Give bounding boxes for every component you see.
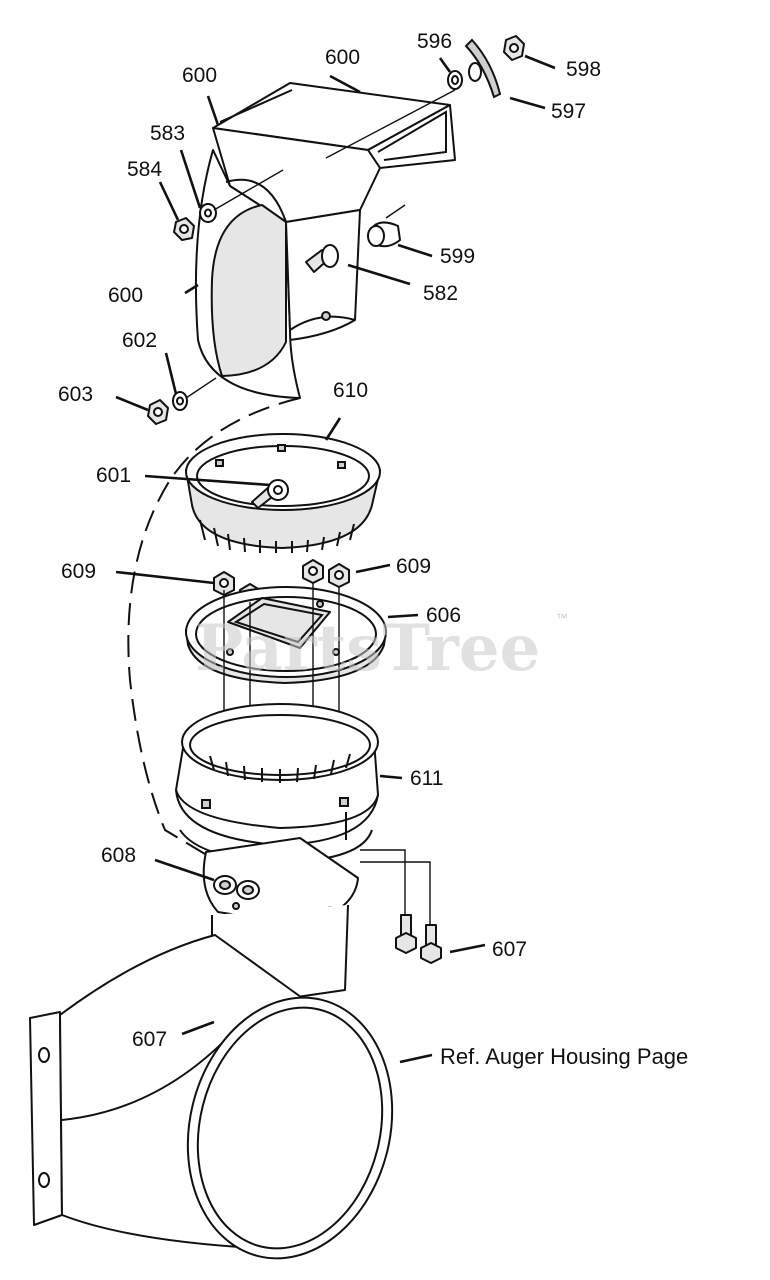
callout-600-top: 600 bbox=[325, 46, 360, 69]
watermark: PartsTree bbox=[195, 611, 540, 686]
nut-603[interactable] bbox=[147, 399, 169, 425]
callout-607-left: 607 bbox=[132, 1028, 167, 1051]
chute-path-dashed bbox=[127, 397, 301, 861]
callout-602: 602 bbox=[122, 329, 157, 352]
callout-606: 606 bbox=[426, 604, 461, 627]
knob-599[interactable] bbox=[367, 221, 401, 248]
bolt-582[interactable] bbox=[305, 244, 339, 273]
nut-598[interactable] bbox=[503, 35, 525, 61]
callout-607-right: 607 bbox=[492, 938, 527, 961]
nut-609-c[interactable] bbox=[302, 559, 324, 584]
flange-keeper-606[interactable] bbox=[185, 586, 387, 684]
bolt-607-right-b[interactable] bbox=[420, 924, 442, 964]
washer-602[interactable] bbox=[172, 391, 188, 411]
reference-note: Ref. Auger Housing Page bbox=[440, 1044, 688, 1069]
callout-583: 583 bbox=[150, 122, 185, 145]
chute-base-611[interactable] bbox=[175, 703, 379, 864]
callout-584: 584 bbox=[127, 158, 162, 181]
spring-597[interactable] bbox=[464, 38, 502, 99]
callout-601: 601 bbox=[96, 464, 131, 487]
callout-596: 596 bbox=[417, 30, 452, 53]
bolt-601[interactable] bbox=[251, 479, 289, 509]
callout-598: 598 bbox=[566, 58, 601, 81]
nut-609-a[interactable] bbox=[213, 571, 235, 596]
bolt-607-right-a[interactable] bbox=[395, 914, 417, 954]
callout-600-side: 600 bbox=[108, 284, 143, 307]
callout-582: 582 bbox=[423, 282, 458, 305]
callout-609-right: 609 bbox=[396, 555, 431, 578]
auger-housing-outlet[interactable] bbox=[29, 934, 419, 1280]
callout-610: 610 bbox=[333, 379, 368, 402]
chute-ring-610[interactable] bbox=[185, 433, 381, 553]
callout-608: 608 bbox=[101, 844, 136, 867]
nut-584[interactable] bbox=[173, 217, 195, 241]
callout-603: 603 bbox=[58, 383, 93, 406]
nut-609-d[interactable] bbox=[328, 563, 350, 588]
callout-600-top-left: 600 bbox=[182, 64, 217, 87]
chute-deflector[interactable] bbox=[194, 82, 456, 399]
watermark-trademark: ™ bbox=[556, 611, 568, 625]
washer-596[interactable] bbox=[447, 70, 463, 90]
leader-lines bbox=[115, 54, 556, 1064]
callout-611: 611 bbox=[410, 767, 443, 790]
callout-597: 597 bbox=[551, 100, 586, 123]
callout-609-left: 609 bbox=[61, 560, 96, 583]
callout-599: 599 bbox=[440, 245, 475, 268]
washer-583[interactable] bbox=[199, 203, 217, 223]
